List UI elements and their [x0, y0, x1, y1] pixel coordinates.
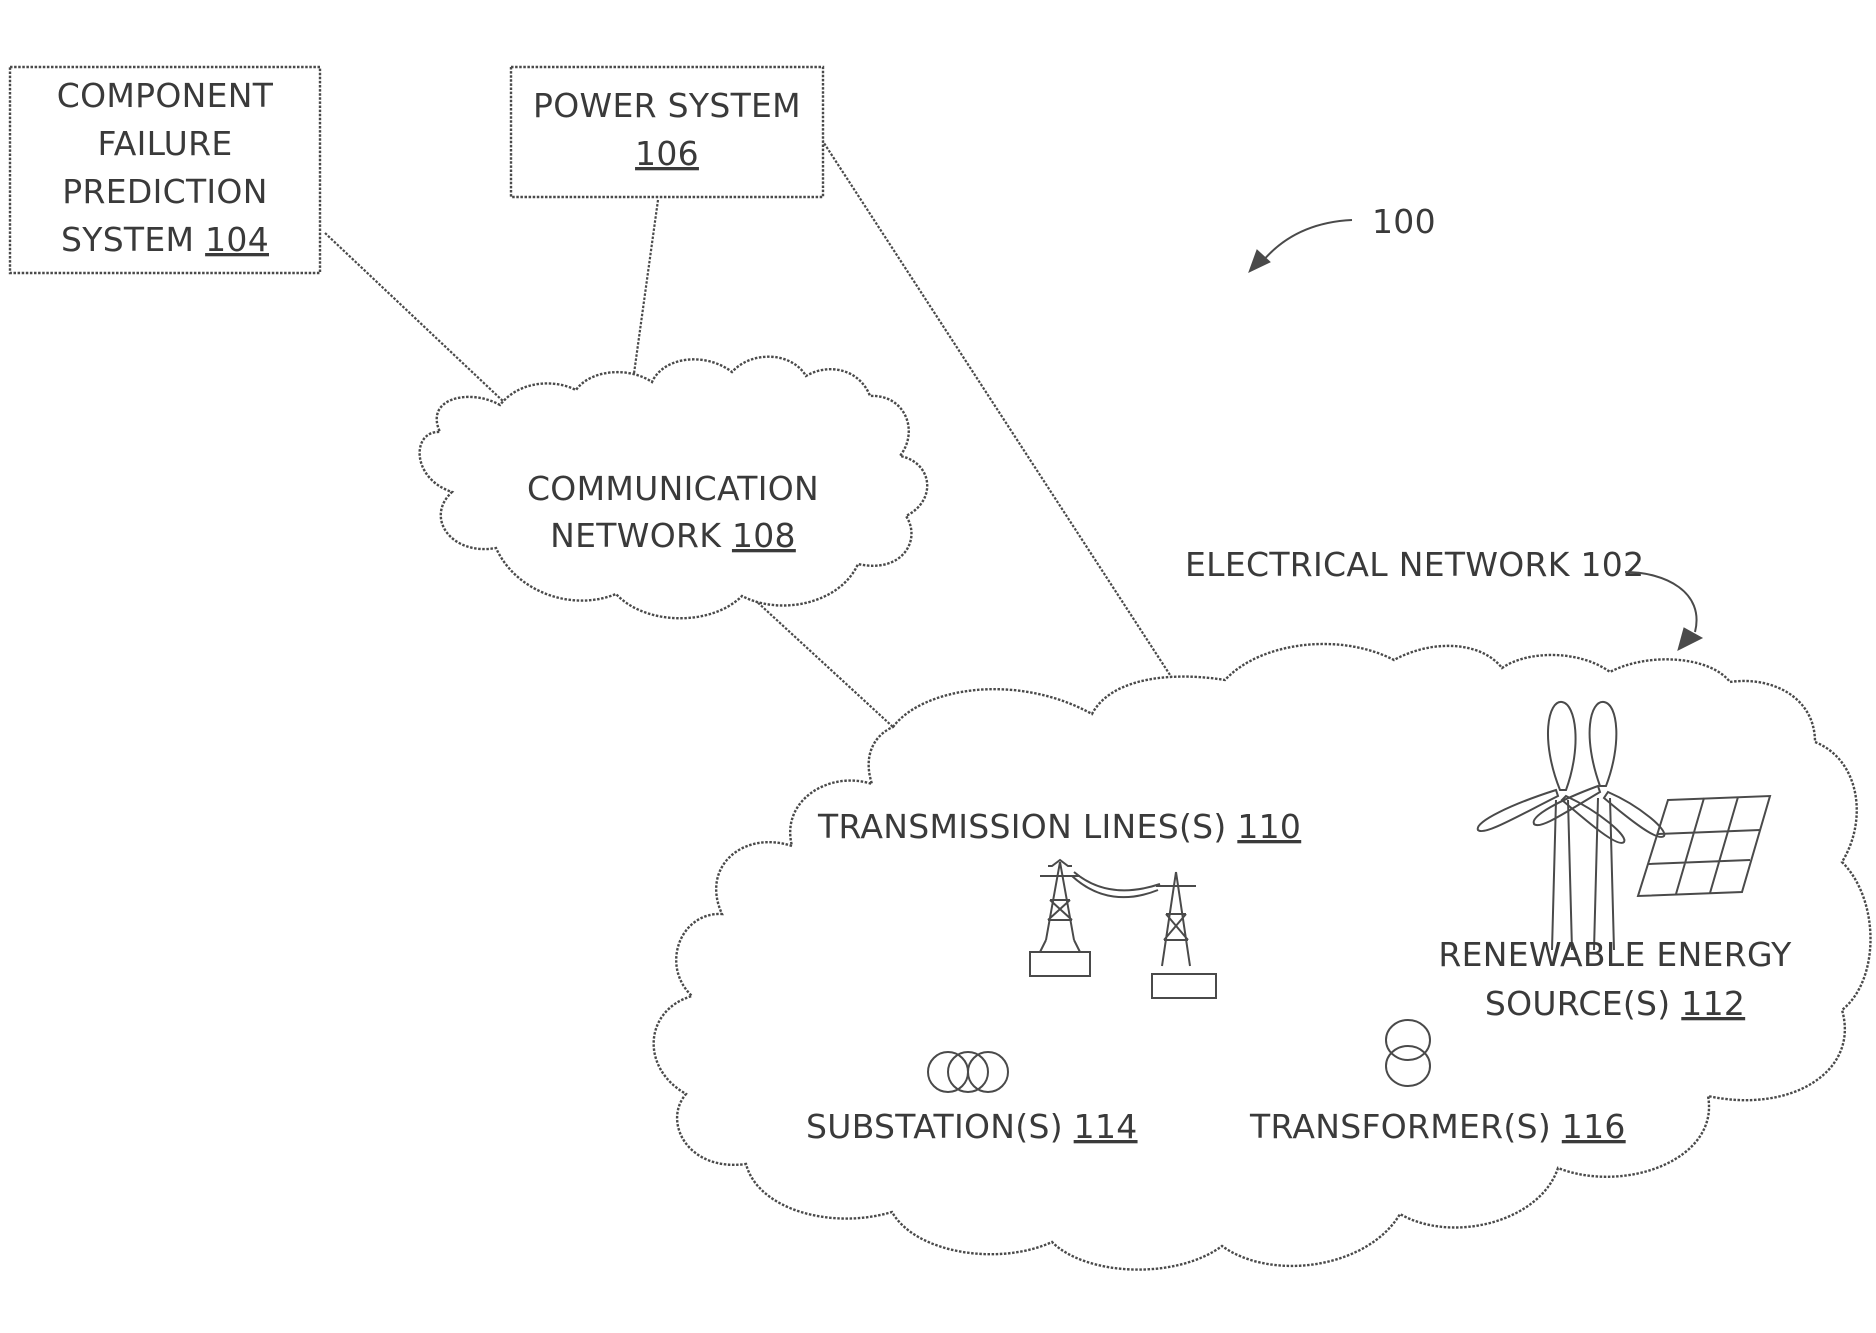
substations-label: SUBSTATION(S) 114: [806, 1107, 1138, 1146]
comm-network-line1: COMMUNICATION: [527, 469, 819, 508]
cfps-line1: COMPONENT: [57, 76, 274, 115]
component-failure-prediction-box: COMPONENT FAILURE PREDICTION SYSTEM 104: [10, 67, 320, 273]
renewable-line2: SOURCE(S) 112: [1485, 984, 1745, 1023]
connector-power-to-comm: [632, 200, 658, 388]
figure-ref-label: 100: [1372, 202, 1436, 241]
power-system-title: POWER SYSTEM: [533, 86, 801, 125]
figure-ref-100: 100: [1249, 202, 1436, 272]
cfps-line2: FAILURE: [97, 124, 232, 163]
transformers-label: TRANSFORMER(S) 116: [1249, 1107, 1626, 1146]
comm-network-line2: NETWORK 108: [550, 516, 796, 555]
electrical-network-arrowhead: [1678, 628, 1702, 650]
power-system-ref: 106: [635, 134, 699, 173]
connector-comm-to-electrical: [755, 600, 893, 727]
renewable-line1: RENEWABLE ENERGY: [1438, 935, 1792, 974]
electrical-network-callout: ELECTRICAL NETWORK 102: [1185, 545, 1702, 650]
figure-ref-arrowhead: [1249, 250, 1270, 272]
cfps-line4: SYSTEM 104: [61, 220, 269, 259]
cfps-line3: PREDICTION: [62, 172, 267, 211]
electrical-network-label: ELECTRICAL NETWORK 102: [1185, 545, 1644, 584]
power-system-box: POWER SYSTEM 106: [511, 67, 823, 197]
connector-cfps-to-comm: [325, 233, 505, 403]
communication-network-cloud: COMMUNICATION NETWORK 108: [420, 357, 928, 619]
transmission-lines-label: TRANSMISSION LINES(S) 110: [817, 807, 1301, 846]
